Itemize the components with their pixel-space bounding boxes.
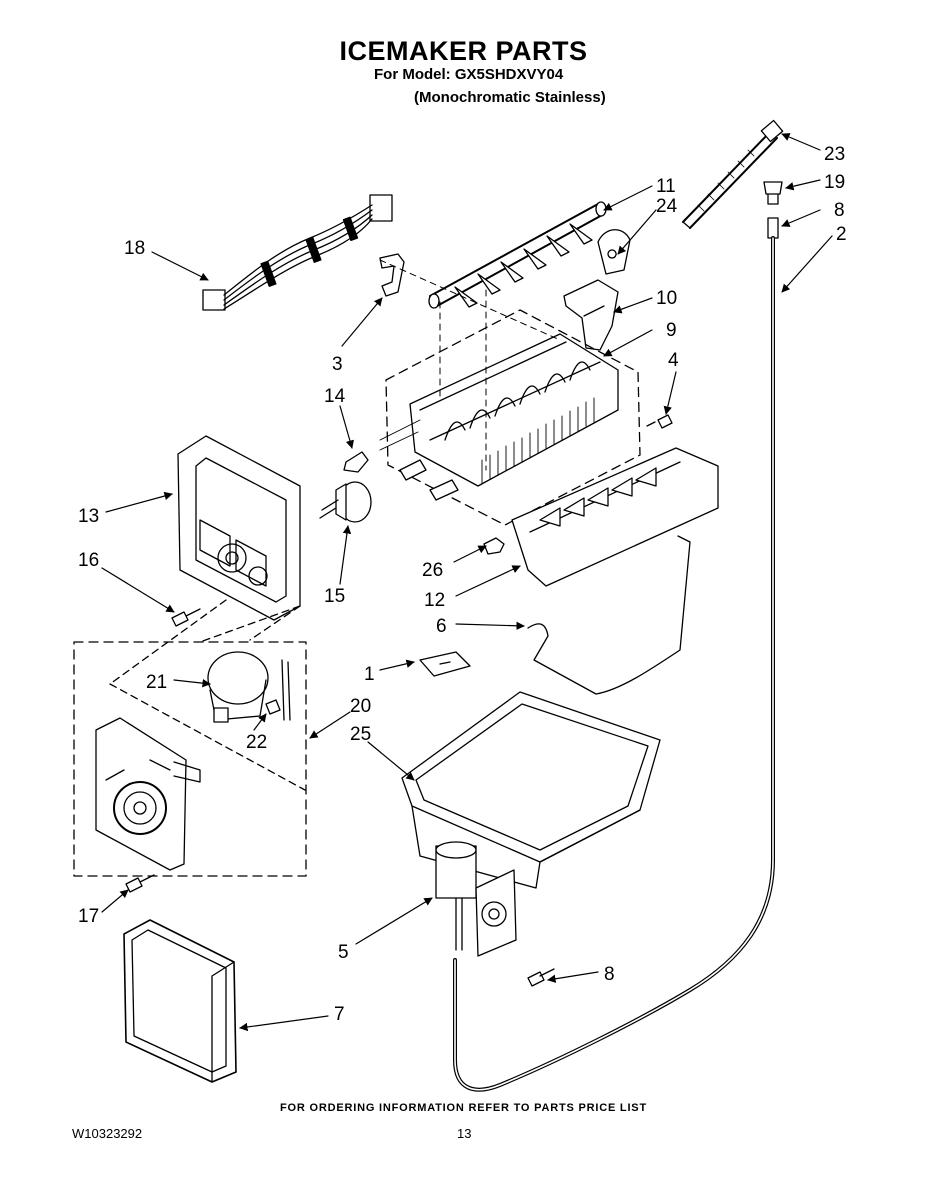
callout-13: 13 [78,506,99,527]
lever-part [597,229,631,275]
callout-25: 25 [350,724,371,745]
callout-8-valve: 8 [604,964,615,985]
module-housing-part [95,717,201,871]
callout-23: 23 [824,144,845,165]
grommet-part [763,181,783,205]
wire-harness-part [202,194,393,311]
ice-mold-part [379,333,619,501]
bracket-part [563,279,619,351]
stripper-clip-part [483,537,505,555]
page-title: ICEMAKER PARTS [339,36,588,66]
callout-18: 18 [124,238,145,259]
mold-screw-part [646,414,673,429]
callout-22: 22 [246,732,267,753]
callout-21: 21 [146,672,167,693]
module-group-box [73,641,307,877]
housing-screw-part [171,608,201,627]
callout-10: 10 [656,288,677,309]
callout-4: 4 [668,350,679,371]
tube-nut-part [767,217,779,239]
module-screw-part [125,874,155,893]
page-number: 13 [457,1126,472,1141]
motor-part [207,651,291,723]
callout-2: 2 [836,224,847,245]
heater-clip-part [343,451,369,473]
stripper-part [511,447,719,587]
ordering-note: FOR ORDERING INFORMATION REFER TO PARTS … [280,1102,647,1114]
model-line: For Model: GX5SHDXVY04 [374,66,564,83]
control-housing-part [177,435,301,621]
ejector-part [428,201,607,309]
variant-line: (Monochromatic Stainless) [414,89,606,106]
callout-20: 20 [350,696,371,717]
callout-3: 3 [332,354,343,375]
callout-8-top: 8 [834,200,845,221]
callout-11: 11 [656,176,676,197]
callout-6: 6 [436,616,447,637]
callout-24: 24 [656,196,678,217]
mold-group-box [385,309,641,526]
shutoff-arm-part [527,535,691,695]
callout-7: 7 [334,1004,345,1025]
water-valve-part [435,841,517,957]
callout-26: 26 [422,560,443,581]
cover-part [123,919,237,1083]
thermostat-part [319,481,372,523]
fill-tube-part [682,119,784,229]
callout-9: 9 [666,320,677,341]
tab-part [419,651,471,677]
callout-1: 1 [364,664,375,685]
gear-part [265,699,281,715]
callout-14: 14 [324,386,346,407]
callout-19: 19 [824,172,845,193]
callout-labels: 23 19 8 2 11 24 10 9 4 18 3 14 13 15 16 … [78,144,847,1025]
ice-bin-part [401,691,661,889]
valve-screw-part [527,968,555,987]
callout-16: 16 [78,550,99,571]
wire-clip-part [379,253,405,297]
callout-17: 17 [78,906,99,927]
document-number: W10323292 [72,1126,143,1141]
callout-15: 15 [324,586,345,607]
callout-12: 12 [424,590,445,611]
callout-5: 5 [338,942,349,963]
callout-leaders [101,133,833,1032]
